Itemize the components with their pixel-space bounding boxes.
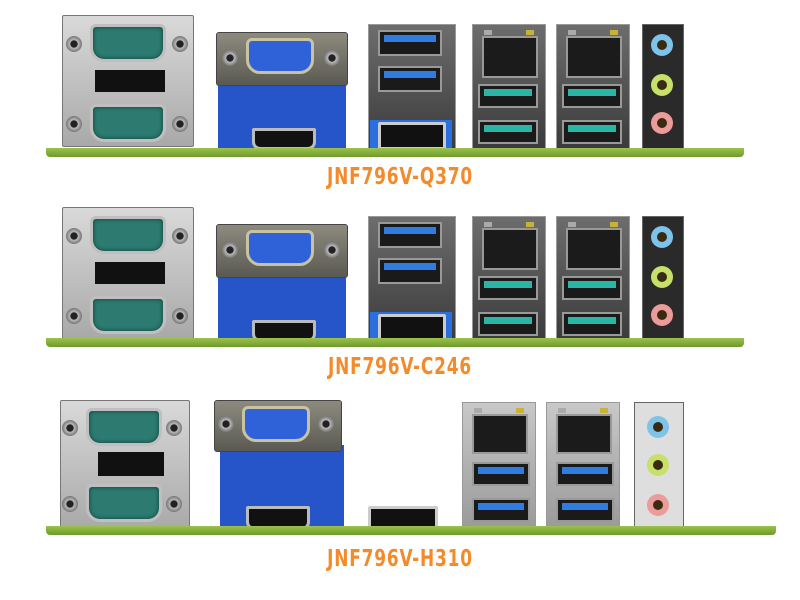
displayport [378,314,446,342]
led [474,408,482,413]
led [526,222,534,227]
com-port-2 [90,104,166,142]
com-port-2 [90,296,166,334]
screw-icon [172,308,188,324]
pcb-edge [46,148,744,157]
com-port-2 [86,484,162,522]
audio-jack-pink [651,112,673,134]
rj45-port [566,36,622,78]
usb-port [562,276,622,300]
usb-port [478,120,538,144]
usb3-port [556,462,614,486]
usb3-port [472,462,530,486]
screw-icon [66,228,82,244]
usb3-port [378,222,442,248]
usb-port [562,312,622,336]
led [600,408,608,413]
vga-port [246,230,314,266]
board-h310: JNF796V-H310 [0,390,800,600]
rj45-port [566,228,622,270]
screw-icon [62,496,78,512]
audio-jack-green [647,454,669,476]
pcb-edge [46,338,744,347]
board-c246: JNF796V-C246 [0,192,800,392]
audio-jack-blue [651,226,673,248]
model-label: JNF796V-Q370 [326,164,474,190]
screw-icon [172,36,188,52]
usb-port [562,84,622,108]
com-gap [98,452,164,476]
model-label: JNF796V-C246 [327,354,473,380]
led [484,222,492,227]
com-gap [95,262,165,284]
screw-icon [172,228,188,244]
screw-icon [324,50,340,66]
led [610,30,618,35]
screw-icon [66,36,82,52]
screw-icon [222,50,238,66]
audio-jack-green [651,74,673,96]
screw-icon [166,496,182,512]
audio-jack-green [651,266,673,288]
led [526,30,534,35]
screw-icon [62,420,78,436]
led [568,30,576,35]
usb-port [478,276,538,300]
rj45-port [482,228,538,270]
led [568,222,576,227]
pcb-edge [46,526,776,535]
led [516,408,524,413]
audio-jack-pink [651,304,673,326]
com-port-1 [90,24,166,62]
screw-icon [222,242,238,258]
vga-port [242,406,310,442]
com-port-1 [90,216,166,254]
audio-jack-blue [647,416,669,438]
usb3-port [472,498,530,522]
audio-jack-blue [651,34,673,56]
audio-jack-pink [647,494,669,516]
screw-icon [218,416,234,432]
usb-port [562,120,622,144]
board-q370: JNF796V-Q370 [0,0,800,200]
screw-icon [324,242,340,258]
vga-port [246,38,314,74]
usb3-port [556,498,614,522]
usb3-port [378,30,442,56]
led [558,408,566,413]
usb3-port [378,66,442,92]
led [610,222,618,227]
led [484,30,492,35]
usb3-port [378,258,442,284]
hdmi-port [252,128,316,150]
screw-icon [166,420,182,436]
rj45-port [482,36,538,78]
screw-icon [66,308,82,324]
screw-icon [172,116,188,132]
screw-icon [318,416,334,432]
model-label: JNF796V-H310 [327,546,473,572]
usb-port [478,84,538,108]
screw-icon [66,116,82,132]
com-gap [95,70,165,92]
usb-port [478,312,538,336]
rj45-port [556,414,612,454]
rj45-port [472,414,528,454]
com-port-1 [86,408,162,446]
displayport [378,122,446,150]
